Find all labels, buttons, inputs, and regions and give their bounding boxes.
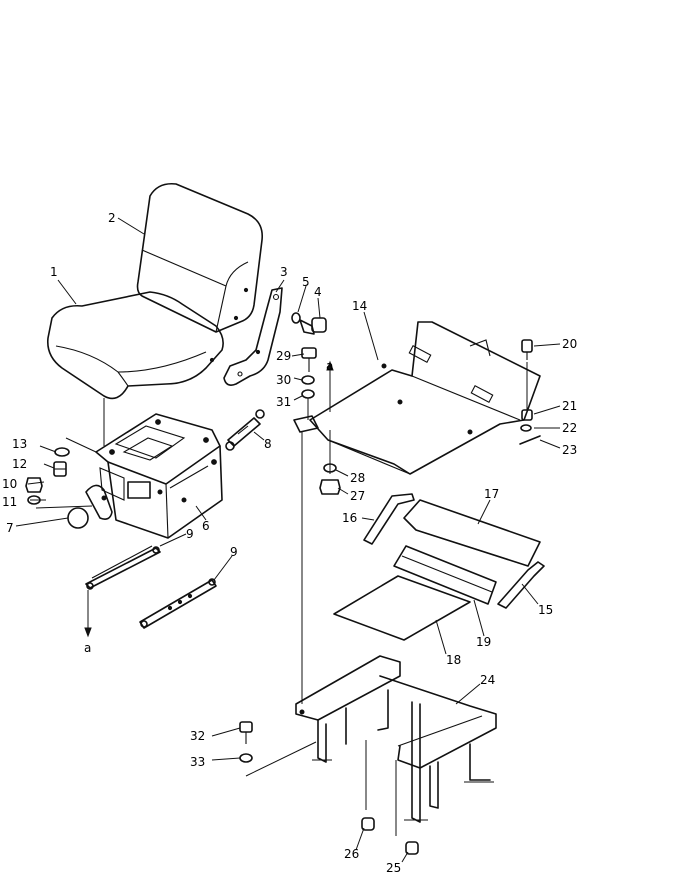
callout-6: 6 bbox=[202, 519, 210, 533]
callout-30: 30 bbox=[276, 373, 291, 387]
seat-cushion bbox=[46, 291, 224, 400]
callout-32: 32 bbox=[190, 729, 205, 743]
nut-10 bbox=[25, 477, 43, 493]
slide-rail-right bbox=[139, 578, 217, 629]
callout-14: 14 bbox=[352, 299, 367, 313]
callout-7: 7 bbox=[6, 521, 14, 535]
callout-26: 26 bbox=[344, 847, 359, 861]
seat-frame bbox=[295, 655, 497, 823]
callout-28: 28 bbox=[350, 471, 365, 485]
callout-18: 18 bbox=[446, 653, 461, 667]
washer-22 bbox=[520, 424, 532, 432]
nut-27 bbox=[319, 479, 341, 495]
arm-bracket-16 bbox=[363, 493, 415, 545]
washer-33 bbox=[239, 753, 253, 763]
slide-rail-left bbox=[85, 545, 161, 590]
seat-back bbox=[136, 182, 264, 333]
callout-31: 31 bbox=[276, 395, 291, 409]
callout-15: 15 bbox=[538, 603, 553, 617]
arm-bracket-15 bbox=[497, 561, 545, 609]
washer-31 bbox=[301, 389, 315, 399]
rubber-25 bbox=[405, 841, 419, 855]
damper bbox=[225, 409, 265, 451]
callout-3: 3 bbox=[280, 265, 288, 279]
mat bbox=[333, 575, 471, 641]
callout-labels: 1 2 3 4 5 6 7 8 9 9 10 11 12 13 14 15 16… bbox=[2, 211, 577, 874]
bolt-29 bbox=[301, 347, 317, 372]
pin-23 bbox=[519, 435, 541, 445]
callout-22: 22 bbox=[562, 421, 577, 435]
cushion-17 bbox=[403, 499, 541, 567]
bolt-12 bbox=[53, 461, 67, 477]
washer-5 bbox=[291, 312, 301, 324]
callout-5: 5 bbox=[302, 275, 310, 289]
callout-19: 19 bbox=[476, 635, 491, 649]
leader-lines bbox=[15, 217, 561, 863]
bolt-20 bbox=[521, 339, 533, 360]
callout-11: 11 bbox=[2, 495, 17, 509]
callout-12: 12 bbox=[12, 457, 27, 471]
callout-9a: 9 bbox=[186, 527, 194, 541]
assembly-lines bbox=[35, 360, 528, 836]
suspension-base bbox=[85, 413, 223, 539]
callout-24: 24 bbox=[480, 673, 495, 687]
callout-2: 2 bbox=[108, 211, 116, 225]
washer-30 bbox=[301, 375, 315, 385]
callout-13: 13 bbox=[12, 437, 27, 451]
adjust-knob bbox=[67, 507, 89, 529]
callout-17: 17 bbox=[484, 487, 499, 501]
callout-1: 1 bbox=[50, 265, 58, 279]
callout-23: 23 bbox=[562, 443, 577, 457]
bolt-32 bbox=[239, 721, 253, 744]
seat-bracket bbox=[223, 287, 283, 386]
callout-20: 20 bbox=[562, 337, 577, 351]
bolt-4 bbox=[299, 317, 327, 335]
callout-25: 25 bbox=[386, 861, 401, 874]
callout-27: 27 bbox=[350, 489, 365, 503]
callout-9b: 9 bbox=[230, 545, 238, 559]
callout-8: 8 bbox=[264, 437, 272, 451]
callout-4: 4 bbox=[314, 285, 322, 299]
rubber-26 bbox=[361, 817, 375, 831]
reference-a-bottom: a bbox=[84, 641, 91, 655]
callout-29: 29 bbox=[276, 349, 291, 363]
cushion-19 bbox=[393, 545, 497, 605]
seat-plate bbox=[293, 321, 541, 475]
callout-21: 21 bbox=[562, 399, 577, 413]
callout-10: 10 bbox=[2, 477, 17, 491]
washer-13 bbox=[54, 447, 70, 457]
callout-16: 16 bbox=[342, 511, 357, 525]
reference-a-top: a bbox=[326, 359, 333, 373]
callout-33: 33 bbox=[190, 755, 205, 769]
